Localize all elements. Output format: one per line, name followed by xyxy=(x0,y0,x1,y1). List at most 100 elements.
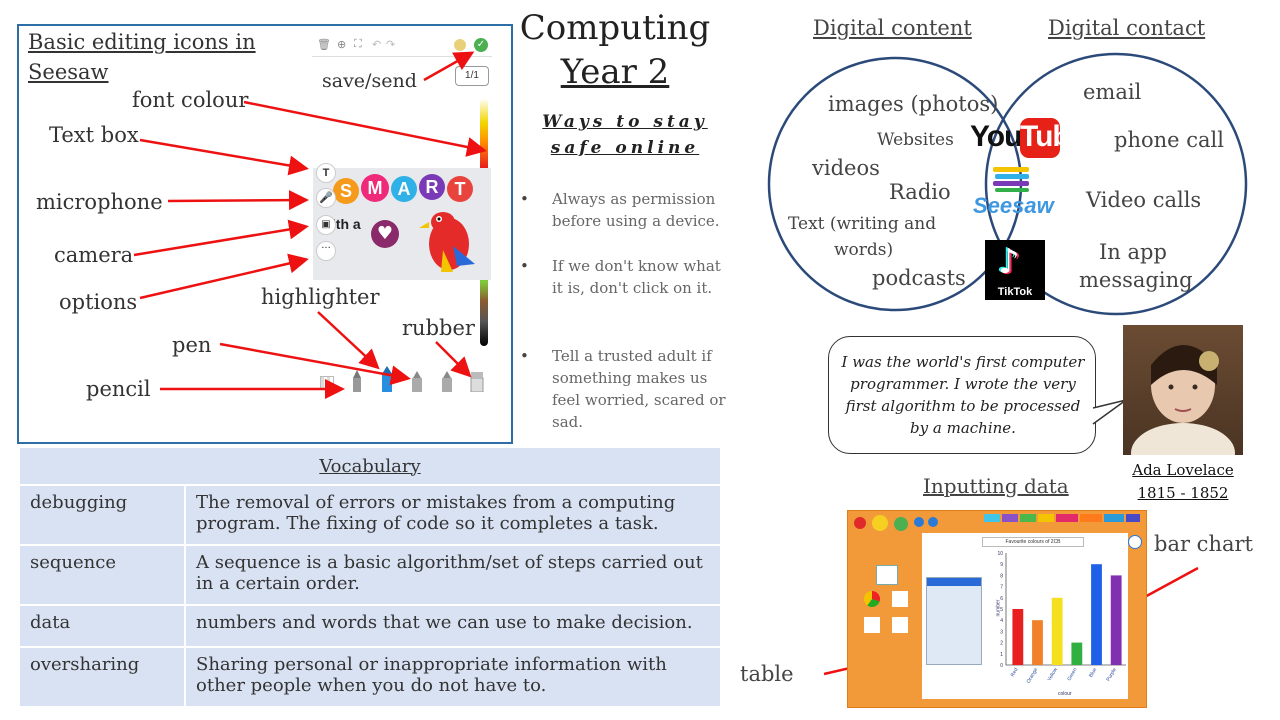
options-icon[interactable]: ··· xyxy=(316,241,336,261)
bar-blue xyxy=(1091,564,1102,665)
vocab-term: sequence xyxy=(18,544,186,606)
venn-right-title: Digital contact xyxy=(1048,16,1206,40)
draft-icon[interactable] xyxy=(454,39,466,51)
y-tick-label: 1 xyxy=(1000,652,1003,658)
zoom-icon[interactable]: ⊕ xyxy=(337,39,347,51)
ada-years: 1815 - 1852 xyxy=(1137,484,1229,502)
tab-chart-type[interactable] xyxy=(984,514,1000,522)
label-highlighter: highlighter xyxy=(261,285,380,309)
close-icon[interactable] xyxy=(854,517,866,529)
label-options: options xyxy=(59,290,138,314)
smart-letter-m: M xyxy=(361,174,389,202)
save-icon[interactable] xyxy=(914,517,924,527)
tab-chart-type[interactable] xyxy=(1104,514,1124,522)
seesaw-top-toolbar: 🗑 ⊕ ⛶ ↶ ↷ ✓ xyxy=(312,36,492,57)
vocab-term: data xyxy=(18,604,186,648)
x-tick-label: Purple xyxy=(1105,667,1118,683)
venn-left-title: Digital content xyxy=(813,16,972,40)
venn-item-phone: phone call xyxy=(1114,128,1224,152)
data-table[interactable] xyxy=(926,577,982,665)
venn-item-radio: Radio xyxy=(889,180,951,204)
chart-title[interactable]: Favourite colours of 2CB xyxy=(982,537,1084,547)
tab-chart-type[interactable] xyxy=(1056,514,1078,522)
tab-chart-type[interactable] xyxy=(1020,514,1036,522)
block-chart-icon[interactable] xyxy=(892,617,908,633)
vocab-definition: Sharing personal or inappropriate inform… xyxy=(184,646,722,708)
page-title-line2: Year 2 xyxy=(560,52,670,92)
redo-icon[interactable]: ↷ xyxy=(386,39,396,51)
label-save-send: save/send xyxy=(322,70,417,92)
save-check-icon[interactable]: ✓ xyxy=(474,38,488,52)
pie-chart-icon[interactable] xyxy=(864,591,880,607)
bar-red xyxy=(1012,609,1024,665)
venn-item-messaging-line1: In app xyxy=(1099,240,1167,264)
chart-axes xyxy=(1005,553,1126,666)
marker-icon[interactable] xyxy=(440,370,454,392)
text-box-tool[interactable]: T xyxy=(316,163,336,183)
chart-ylabel: number xyxy=(995,599,1002,617)
vocab-definition: A sequence is a basic algorithm/set of s… xyxy=(184,544,722,606)
table-row: data numbers and words that we can use t… xyxy=(18,604,722,648)
pencil-icon[interactable] xyxy=(350,370,364,392)
line-chart-icon[interactable] xyxy=(864,617,880,633)
safety-bullet: •If we don't know what it is, don't clic… xyxy=(520,255,730,325)
stay-safe-heading-line2: safe online xyxy=(550,138,700,158)
fit-icon[interactable]: ⛶ xyxy=(354,38,362,50)
tiktok-logo: ♪ TikTok xyxy=(985,240,1045,300)
inputting-data-heading: Inputting data xyxy=(923,474,1069,498)
smart-letter-r: R xyxy=(419,174,445,200)
table-icon[interactable] xyxy=(876,565,898,585)
y-tick-label: 5 xyxy=(1000,607,1003,613)
tab-chart-type[interactable] xyxy=(1080,514,1102,522)
parrot-icon xyxy=(419,212,475,272)
safety-bullet: •Tell a trusted adult if something makes… xyxy=(520,345,730,435)
x-tick-label: Yellow xyxy=(1047,667,1060,683)
table-row: oversharing Sharing personal or inapprop… xyxy=(18,646,722,708)
tab-chart-type[interactable] xyxy=(1126,514,1140,522)
microphone-icon[interactable]: 🎤 xyxy=(316,188,336,208)
venn-item-images: images (photos) xyxy=(828,92,999,116)
page-title-line1: Computing xyxy=(519,8,711,48)
y-tick-label: 6 xyxy=(1000,596,1003,602)
venn-item-text-line1: Text (writing and xyxy=(788,214,937,234)
rubber-icon[interactable] xyxy=(470,372,484,392)
smart-letter-t: T xyxy=(447,176,473,202)
seesaw-heading-line2: Seesaw xyxy=(28,60,109,84)
bar-chart-icon[interactable] xyxy=(892,591,908,607)
trash-icon[interactable]: 🗑 xyxy=(317,39,331,51)
bar-orange xyxy=(1032,620,1043,665)
bar-chart-label: bar chart xyxy=(1154,532,1253,556)
speech-bubble-tail xyxy=(1092,400,1127,425)
check-icon[interactable] xyxy=(894,517,908,531)
x-tick-label: Green xyxy=(1066,667,1078,682)
tab-chart-type[interactable] xyxy=(1038,514,1054,522)
ada-quote: I was the world's first computer program… xyxy=(841,353,1085,437)
chart-type-tabs[interactable] xyxy=(984,514,1140,522)
undo-icon[interactable]: ↶ xyxy=(372,39,382,51)
data-table-header xyxy=(927,578,981,586)
y-tick-label: 4 xyxy=(1000,618,1003,624)
table-label: table xyxy=(740,662,794,686)
heart-icon: ♥ xyxy=(371,220,399,248)
camera-icon[interactable]: ▣ xyxy=(316,215,336,235)
x-tick-label: Blue xyxy=(1088,667,1098,679)
vocab-term: debugging xyxy=(18,484,186,546)
seesaw-canvas-image: S M A R T with a ♥ xyxy=(313,168,491,280)
safety-bullet-text: Always as permission before using a devi… xyxy=(552,190,720,230)
label-font-colour: font colour xyxy=(132,88,249,112)
venn-item-videos: videos xyxy=(812,156,880,180)
y-tick-label: 8 xyxy=(1000,573,1003,579)
x-tick-label: Red xyxy=(1010,667,1020,678)
speech-bubble: I was the world's first computer program… xyxy=(828,336,1096,454)
print-icon[interactable] xyxy=(928,517,938,527)
seesaw-rainbow-icon xyxy=(993,167,1029,192)
home-icon[interactable] xyxy=(872,515,888,531)
venn-item-podcasts: podcasts xyxy=(872,266,966,290)
highlighter-icon[interactable] xyxy=(410,370,424,392)
tab-chart-type[interactable] xyxy=(1002,514,1018,522)
help-icon[interactable] xyxy=(1128,535,1142,549)
venn-item-email: email xyxy=(1083,80,1142,104)
